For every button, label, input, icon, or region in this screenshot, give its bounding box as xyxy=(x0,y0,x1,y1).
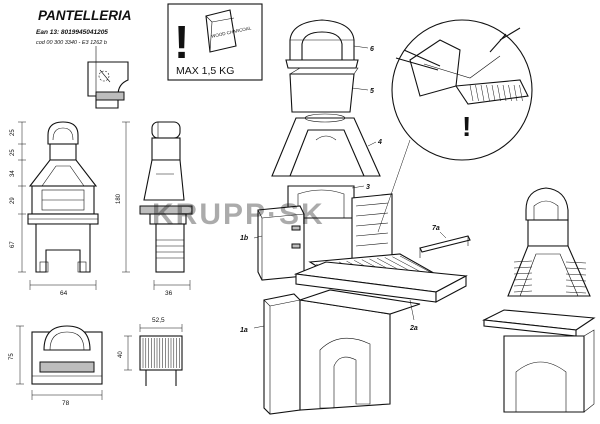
drawing-line xyxy=(469,84,474,102)
dim-side-height: 180 xyxy=(116,193,122,204)
side-dimensions: 180 36 xyxy=(116,121,191,297)
drawing-line xyxy=(513,272,533,275)
grill-grate-view xyxy=(139,335,183,386)
side-view xyxy=(139,121,193,273)
dim-plan-height: 75 xyxy=(9,353,15,360)
grill-dimensions: 52,5 40 xyxy=(118,317,183,371)
dim-front-width: 64 xyxy=(60,290,68,297)
drawing-line xyxy=(475,84,479,102)
product-title: PANTELLERIA xyxy=(38,8,132,23)
label-part-3: 3 xyxy=(366,184,370,191)
front-view xyxy=(27,121,99,273)
drawing-line xyxy=(565,291,587,294)
dim-side-depth: 36 xyxy=(165,290,173,297)
drawing-line xyxy=(565,279,587,282)
plan-dimensions: 75 78 xyxy=(9,325,103,407)
part-1b-side-walls xyxy=(257,193,393,281)
drawing-line xyxy=(508,84,512,102)
part-labels: 6 5 4 3 1b 7a 2a 1a xyxy=(240,45,447,334)
dim-plan-width: 78 xyxy=(62,400,70,407)
plan-view xyxy=(31,325,103,385)
drawing-line xyxy=(399,255,431,273)
part-5-chimney-block xyxy=(289,67,359,113)
drawing-line xyxy=(497,84,501,102)
drawing-line xyxy=(502,84,507,102)
charcoal-warning: ! WOOD CHARCOAL MAX 1,5 KG xyxy=(167,3,263,81)
ean-code: Ean 13: 8019945041205 xyxy=(36,29,108,36)
label-part-7a: 7a xyxy=(432,225,440,232)
connector-detail xyxy=(87,46,129,109)
drawing-line xyxy=(565,261,587,264)
drawing-line xyxy=(519,84,523,102)
label-part-2a: 2a xyxy=(409,325,418,332)
part-6-chimney-cap xyxy=(285,19,359,69)
dim-front-h4: 29 xyxy=(10,197,16,204)
callout-exclamation: ! xyxy=(462,111,471,142)
part-7a-rod xyxy=(419,235,471,258)
part-1a-base xyxy=(263,289,421,415)
drawing-line xyxy=(565,273,587,276)
drawing-line xyxy=(392,256,423,273)
exploded-view xyxy=(257,19,471,415)
drawing-line xyxy=(565,267,587,270)
dim-grill-width: 52,5 xyxy=(152,317,165,324)
drawing-line xyxy=(480,84,485,102)
installation-callout: ! xyxy=(377,19,533,233)
product-code: cod 00 300 3340 - E3 1262 b xyxy=(36,40,107,46)
drawing-line xyxy=(513,290,533,293)
warning-exclamation: ! xyxy=(174,16,189,68)
max-load-label: MAX 1,5 KG xyxy=(176,65,234,77)
watermark: KRUPP·SK xyxy=(152,198,325,231)
label-part-1b: 1b xyxy=(240,235,249,242)
part-2a-table-top xyxy=(293,261,468,303)
drawing-line xyxy=(513,266,533,269)
drawing-line xyxy=(565,285,587,288)
label-part-6: 6 xyxy=(370,46,374,53)
dim-front-h2: 25 xyxy=(10,149,16,156)
drawing-line xyxy=(491,84,496,102)
dim-front-h5: 67 xyxy=(10,241,16,248)
part-4-hood xyxy=(271,113,381,177)
label-part-1a: 1a xyxy=(240,327,248,334)
dim-front-h3: 34 xyxy=(10,170,16,177)
label-part-4: 4 xyxy=(377,139,382,146)
drawing-line xyxy=(513,260,533,263)
drawing-line xyxy=(513,84,518,102)
drawing-line xyxy=(513,284,533,287)
drawing-line xyxy=(513,278,533,281)
dim-grill-height: 40 xyxy=(118,351,124,358)
drawing-line xyxy=(486,84,490,102)
front-dimensions: 25 25 34 29 67 64 xyxy=(10,121,97,297)
label-part-5: 5 xyxy=(370,88,374,95)
dim-front-h1: 25 xyxy=(10,129,16,136)
charcoal-bag-icon xyxy=(205,9,237,53)
assembled-view xyxy=(482,187,596,413)
